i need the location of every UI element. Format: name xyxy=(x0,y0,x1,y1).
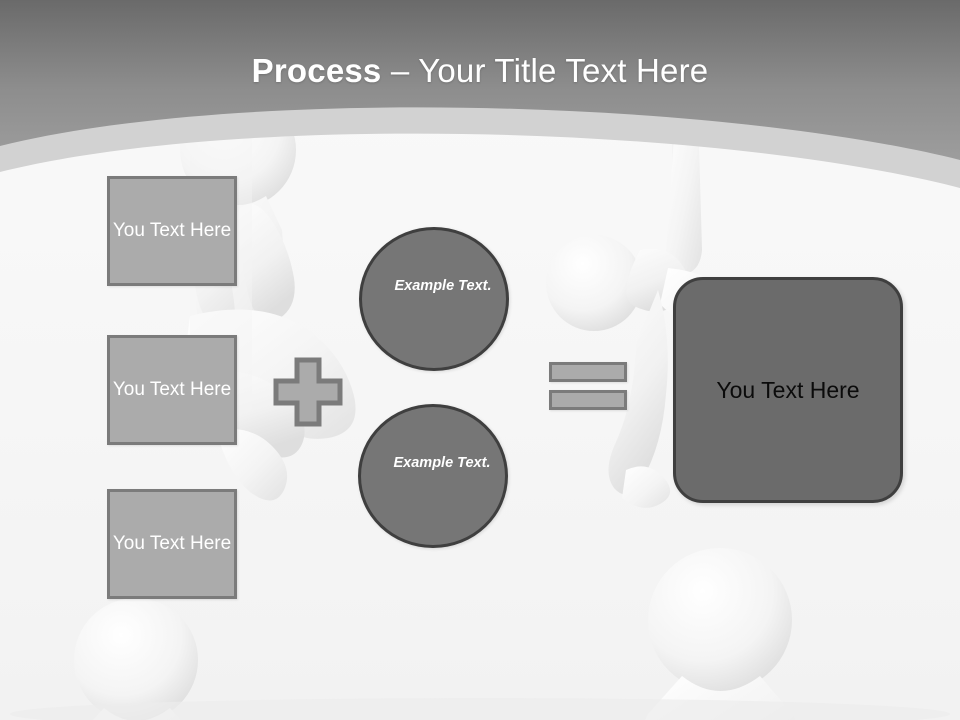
process-circle-1[interactable]: Example Text. xyxy=(359,227,509,371)
title-separator: – xyxy=(381,52,419,89)
input-box-2-label: You Text Here xyxy=(112,379,232,401)
input-box-2[interactable]: You Text Here xyxy=(107,335,237,445)
equals-bar-top xyxy=(549,362,627,382)
title-bold-part: Process xyxy=(251,52,382,89)
page-title: Process – Your Title Text Here xyxy=(0,52,960,90)
header-fill xyxy=(0,0,960,160)
equals-icon xyxy=(549,362,627,410)
process-circle-2[interactable]: Example Text. xyxy=(358,404,508,548)
plus-icon xyxy=(273,357,343,427)
input-box-1-label: You Text Here xyxy=(112,220,232,242)
equals-bar-bottom xyxy=(549,390,627,410)
result-box[interactable]: You Text Here xyxy=(673,277,903,503)
process-circle-2-label: Example Text. xyxy=(393,454,491,471)
process-circle-1-label: Example Text. xyxy=(394,277,492,294)
result-box-label: You Text Here xyxy=(716,376,860,403)
input-box-3-label: You Text Here xyxy=(112,533,232,555)
input-box-1[interactable]: You Text Here xyxy=(107,176,237,286)
title-rest-part: Your Title Text Here xyxy=(418,52,709,89)
input-box-3[interactable]: You Text Here xyxy=(107,489,237,599)
header-banner xyxy=(0,0,960,188)
